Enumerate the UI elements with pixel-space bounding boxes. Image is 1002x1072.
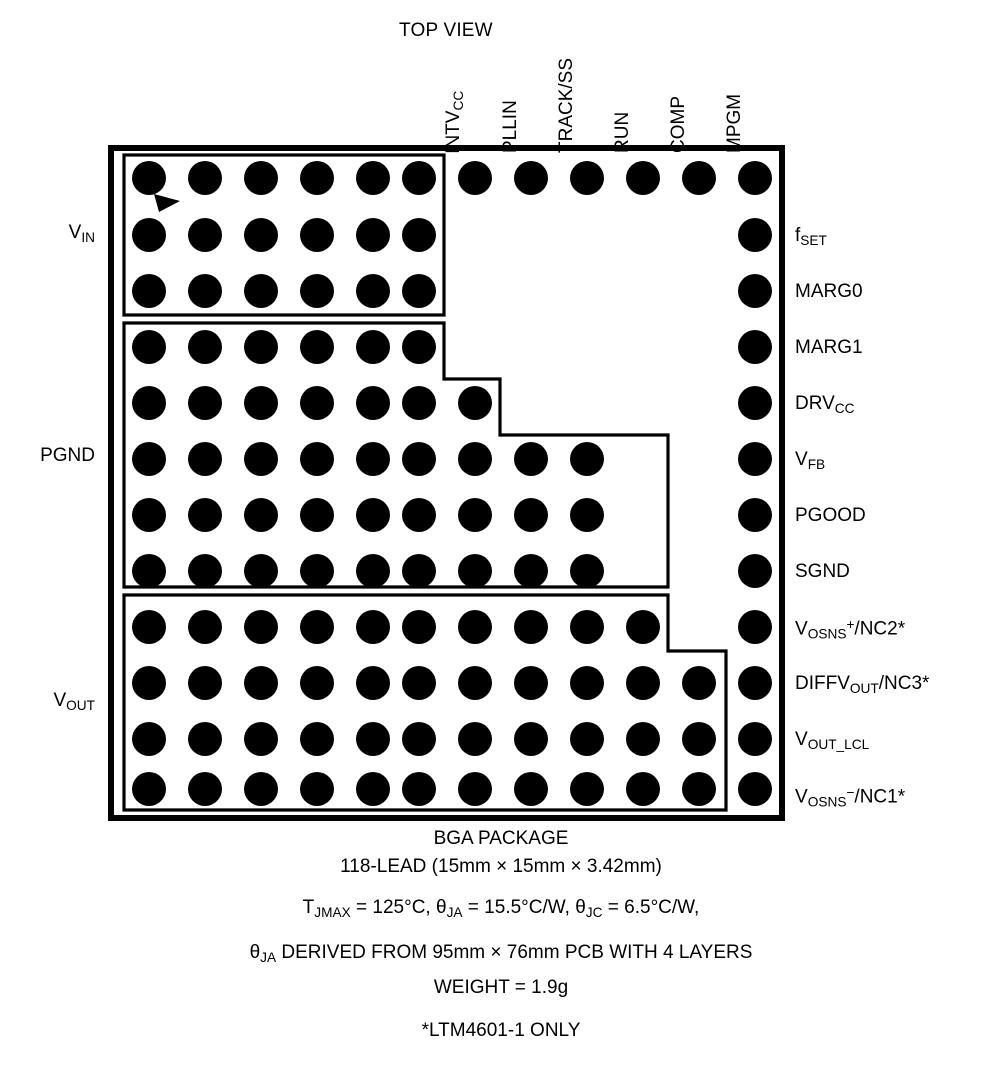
- pin-label-vout-lcl: VOUT_LCL: [795, 729, 870, 752]
- left-label-vin: VIN: [68, 222, 95, 245]
- pin-label-marg0: MARG0: [795, 281, 863, 302]
- ball-row-10: [132, 666, 772, 700]
- pin-label-vosns-plus-nc2: VOSNS+/NC2*: [795, 617, 906, 642]
- ball-row-8: [132, 554, 772, 588]
- ball-row-4: [132, 330, 772, 364]
- caption-line-pcb: θJA DERIVED FROM 95mm × 76mm PCB WITH 4 …: [249, 942, 753, 965]
- package-outline: [108, 145, 785, 821]
- ball-row-5: [132, 386, 772, 420]
- left-label-vout: VOUT: [53, 690, 95, 713]
- ball-row-1: [132, 161, 772, 195]
- region-outline-pgnd: [122, 321, 670, 589]
- pin-a1-triangle-marker: [154, 194, 180, 212]
- caption-line-footnote: *LTM4601-1 ONLY: [421, 1020, 581, 1041]
- pin-label-pgood: PGOOD: [795, 505, 866, 526]
- pin-label-diffvout-nc3: DIFFVOUT/NC3*: [795, 673, 930, 696]
- caption-line-thermal: TJMAX = 125°C, θJA = 15.5°C/W, θJC = 6.5…: [302, 897, 700, 920]
- region-outline-vin: [122, 153, 446, 317]
- pin-label-fset: fSET: [795, 225, 827, 248]
- pin-label-vfb: VFB: [795, 449, 826, 472]
- caption-line-weight: WEIGHT = 1.9g: [433, 977, 569, 998]
- region-outline-vout: [122, 593, 728, 812]
- pin-label-sgnd: SGND: [795, 561, 850, 582]
- top-view-title: TOP VIEW: [399, 20, 493, 41]
- ball-row-9: [132, 610, 772, 644]
- pin-label-drvcc: DRVCC: [795, 393, 855, 416]
- ball-row-6: [132, 442, 772, 476]
- pin-label-vosns-minus-nc1: VOSNS−/NC1*: [795, 785, 906, 810]
- left-label-pgnd: PGND: [40, 445, 95, 466]
- ball-row-3: [132, 274, 772, 308]
- pin-label-marg1: MARG1: [795, 337, 863, 358]
- caption-line-lead: 118-LEAD (15mm × 15mm × 3.42mm): [340, 856, 662, 877]
- ball-row-11: [132, 722, 772, 756]
- ball-row-7: [132, 498, 772, 532]
- caption-line-package: BGA PACKAGE: [433, 828, 569, 849]
- ball-row-2: [132, 218, 772, 252]
- ball-row-12: [132, 772, 772, 806]
- ball-grid: [132, 161, 772, 806]
